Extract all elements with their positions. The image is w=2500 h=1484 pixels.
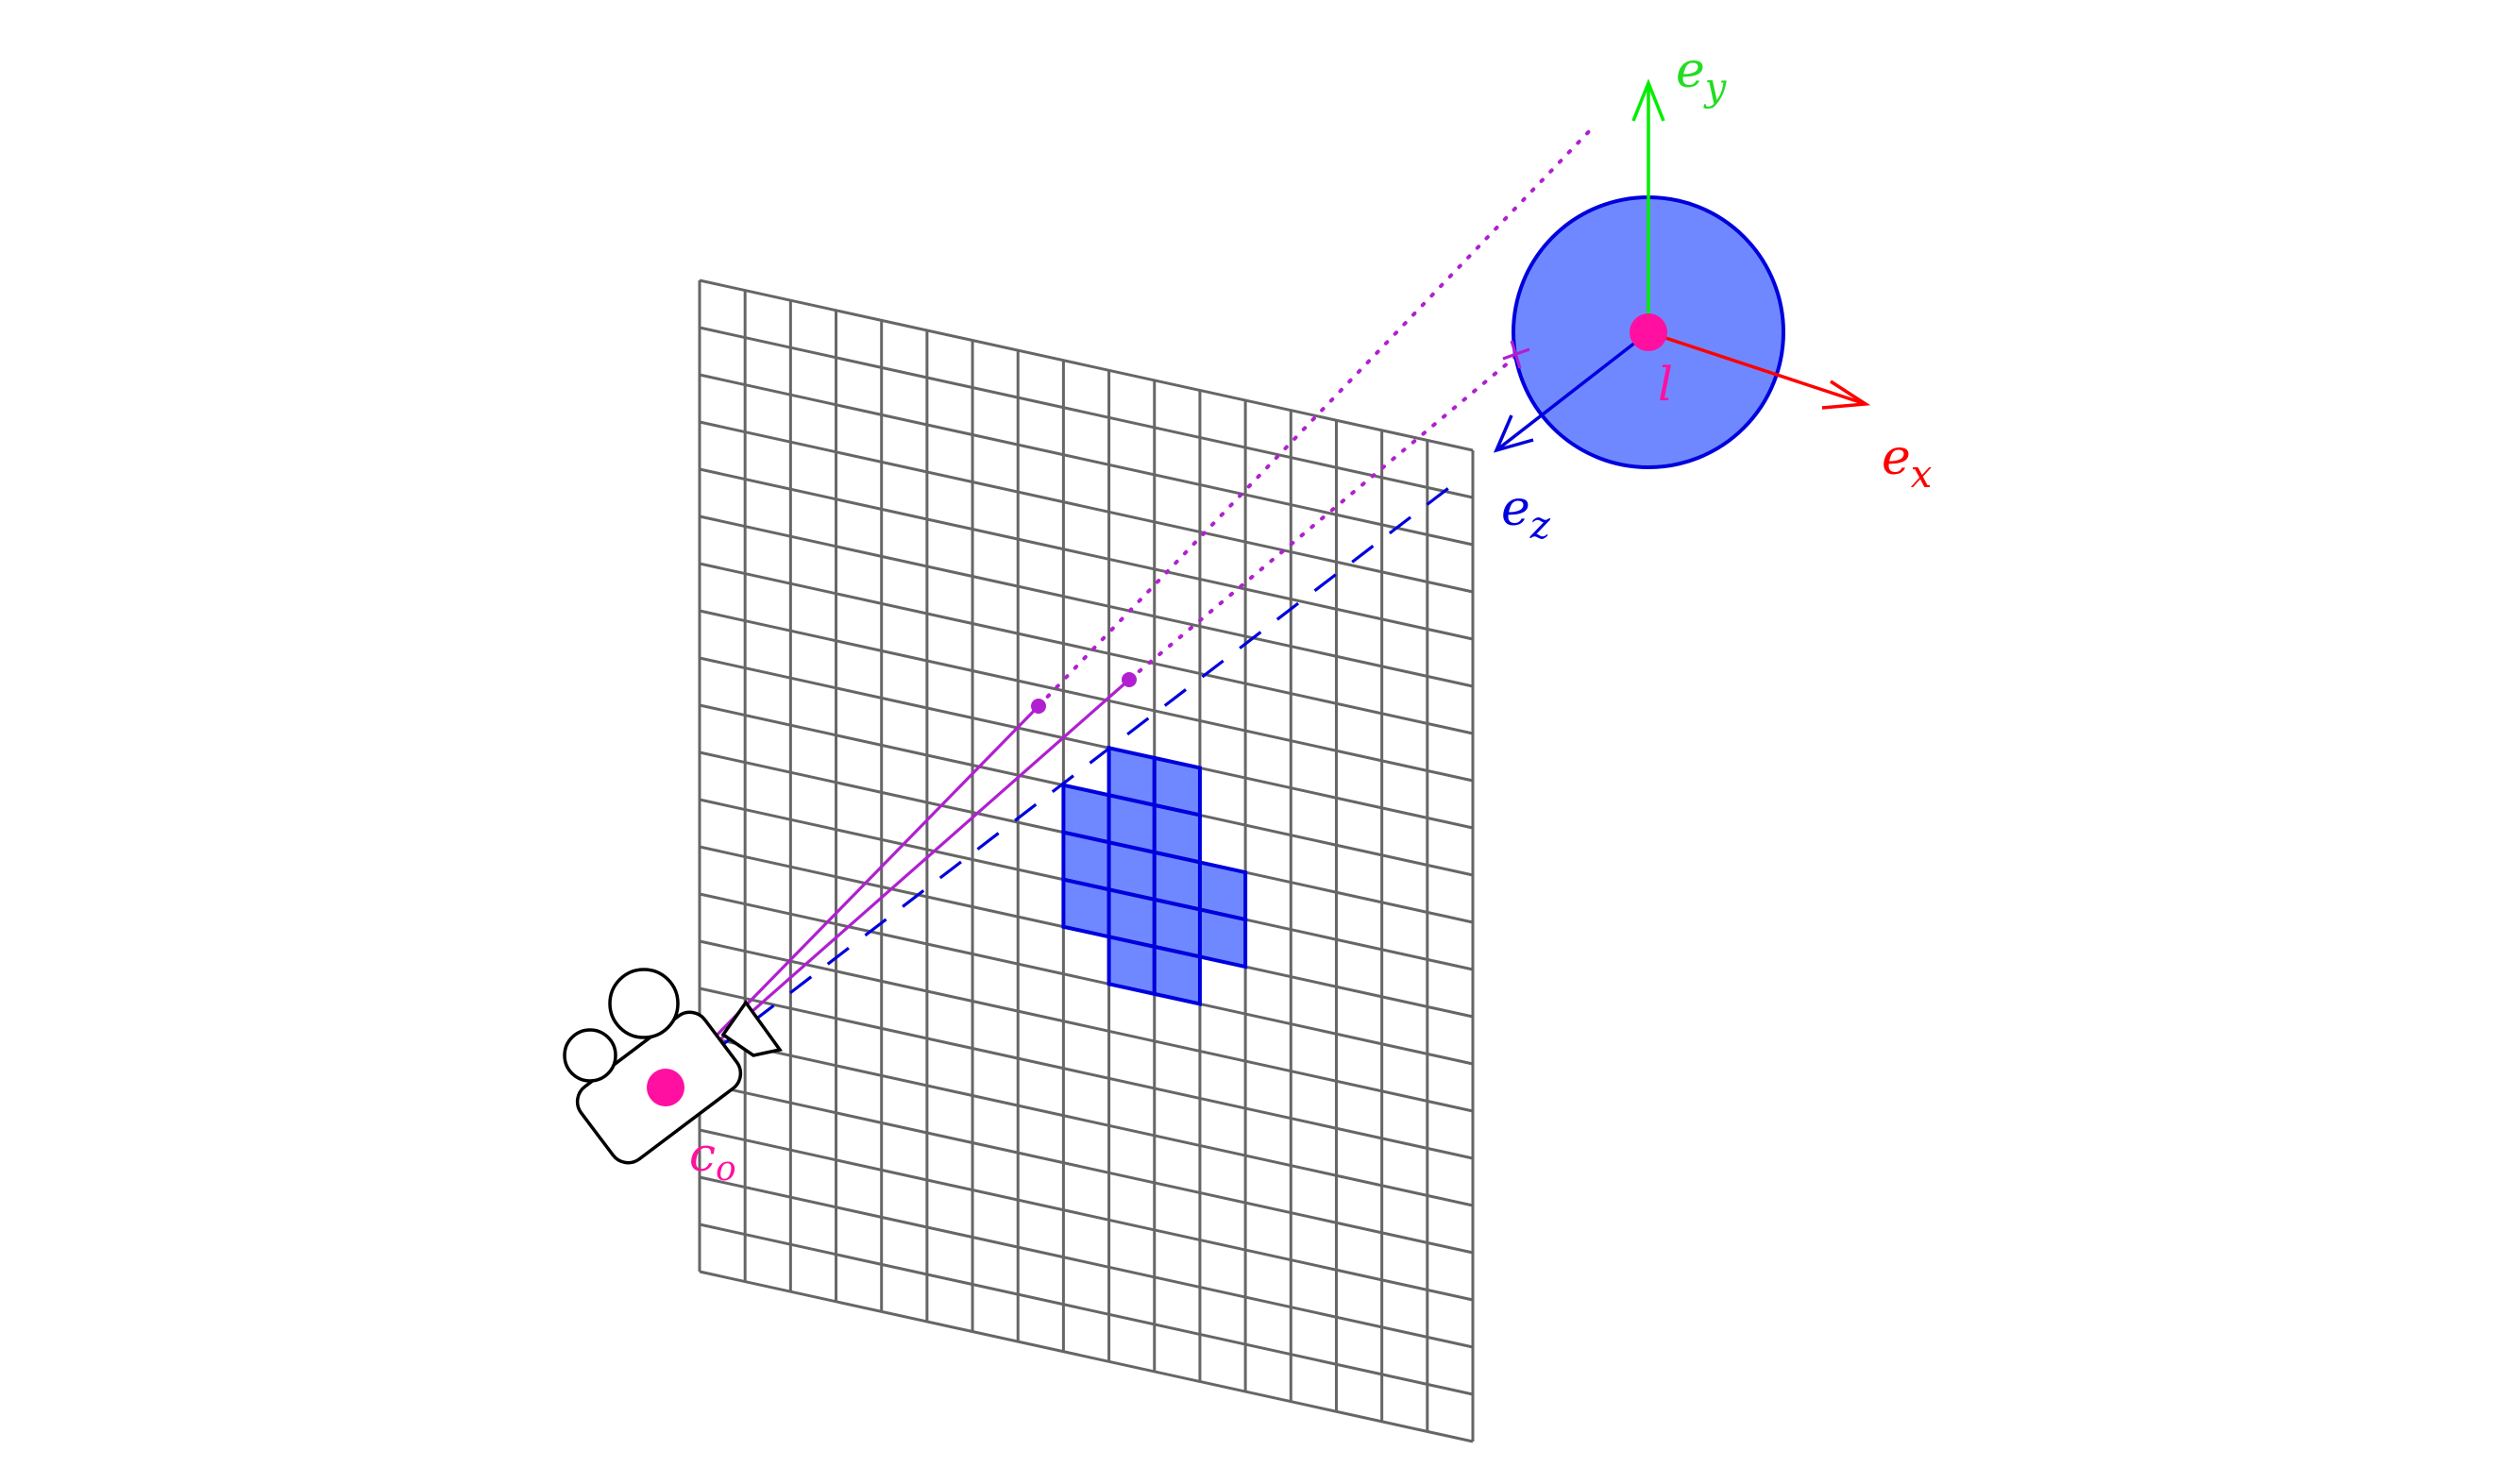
grid-row-line [699, 420, 1474, 594]
grid-row-line [699, 609, 1474, 783]
label-e-y: ey [1676, 42, 1728, 110]
label-camera-base: c [689, 1127, 716, 1182]
label-e-z-base: e [1501, 481, 1530, 537]
camera-center-point [647, 1069, 684, 1106]
label-e-x: ex [1882, 430, 1932, 497]
ray-extension-dotted [1127, 355, 1517, 682]
grid-row-line [699, 373, 1474, 547]
grid-row-line [699, 562, 1474, 735]
highlighted-pixel-cell [1152, 944, 1202, 1006]
label-e-y-sub: y [1703, 66, 1728, 110]
arrowhead-x [1821, 379, 1871, 410]
pixel-sample-point [1122, 672, 1137, 687]
highlighted-pixel-cell [1106, 934, 1157, 997]
grid-row-line [699, 656, 1474, 830]
camera-lens [720, 999, 783, 1057]
label-e-y-base: e [1676, 42, 1705, 99]
grid-row-line [699, 1175, 1474, 1349]
intersection-marker [1502, 340, 1530, 369]
grid-row-line [699, 939, 1474, 1113]
axis-z [1495, 330, 1650, 452]
grid-row-line [699, 1081, 1474, 1255]
light-point [1630, 313, 1667, 351]
arrowhead-y [1631, 78, 1665, 122]
label-e-z-sub: z [1529, 504, 1551, 548]
axis-x [1647, 330, 1867, 406]
view-axis-dashed [677, 475, 1464, 1081]
camera-reel-large [608, 968, 680, 1039]
grid-row-line [699, 278, 1474, 452]
highlighted-pixel-cell [1061, 877, 1111, 939]
camera-reel-small [563, 1028, 617, 1083]
pixel-sample-point [1031, 699, 1046, 714]
label-e-x-sub: x [1911, 453, 1933, 497]
grid-row-line [699, 1270, 1474, 1443]
label-camera-origin: co [689, 1127, 736, 1189]
highlighted-pixels [1061, 745, 1248, 1006]
label-e-z: ez [1501, 481, 1551, 548]
ray-extension-dotted [1037, 125, 1596, 708]
highlighted-pixel-cell [1197, 906, 1248, 970]
grid-row-line [699, 326, 1474, 499]
ray-solid [664, 704, 1040, 1089]
grid-row-line [699, 1034, 1474, 1207]
label-camera-sub: o [716, 1150, 736, 1189]
grid-row-line [699, 987, 1474, 1160]
grid-row-line [699, 1128, 1474, 1302]
arrowhead-z [1493, 414, 1534, 453]
grid-row-line [699, 467, 1474, 641]
label-light: l [1658, 357, 1673, 412]
label-e-x-base: e [1882, 430, 1911, 486]
grid-row-line [699, 1223, 1474, 1396]
grid-row-line [699, 514, 1474, 688]
